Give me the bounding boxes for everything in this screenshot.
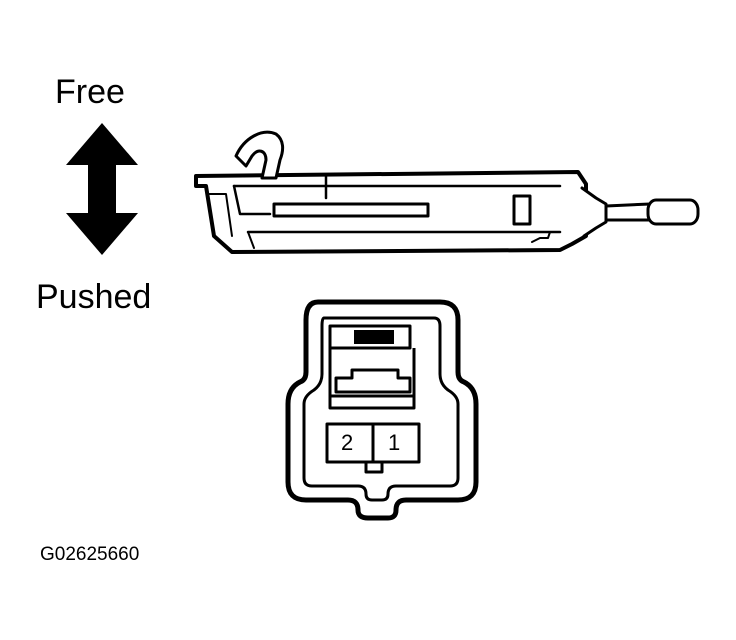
pushed-label: Pushed	[36, 278, 152, 316]
switch-lever	[234, 130, 285, 180]
switch-slot	[272, 202, 430, 218]
switch-boot	[580, 186, 608, 238]
double-arrow-icon	[66, 123, 138, 255]
switch-wire	[604, 202, 652, 222]
wire-terminal	[646, 198, 700, 226]
figure-code: G02625660	[40, 544, 140, 565]
switch-side-view	[194, 130, 700, 254]
free-label: Free	[55, 73, 125, 111]
switch-window	[512, 194, 532, 226]
pin-1-label: 1	[388, 430, 401, 455]
connector-front-view	[285, 299, 479, 521]
pin-1-cavity	[371, 422, 421, 464]
pin-2-label: 2	[341, 430, 354, 455]
